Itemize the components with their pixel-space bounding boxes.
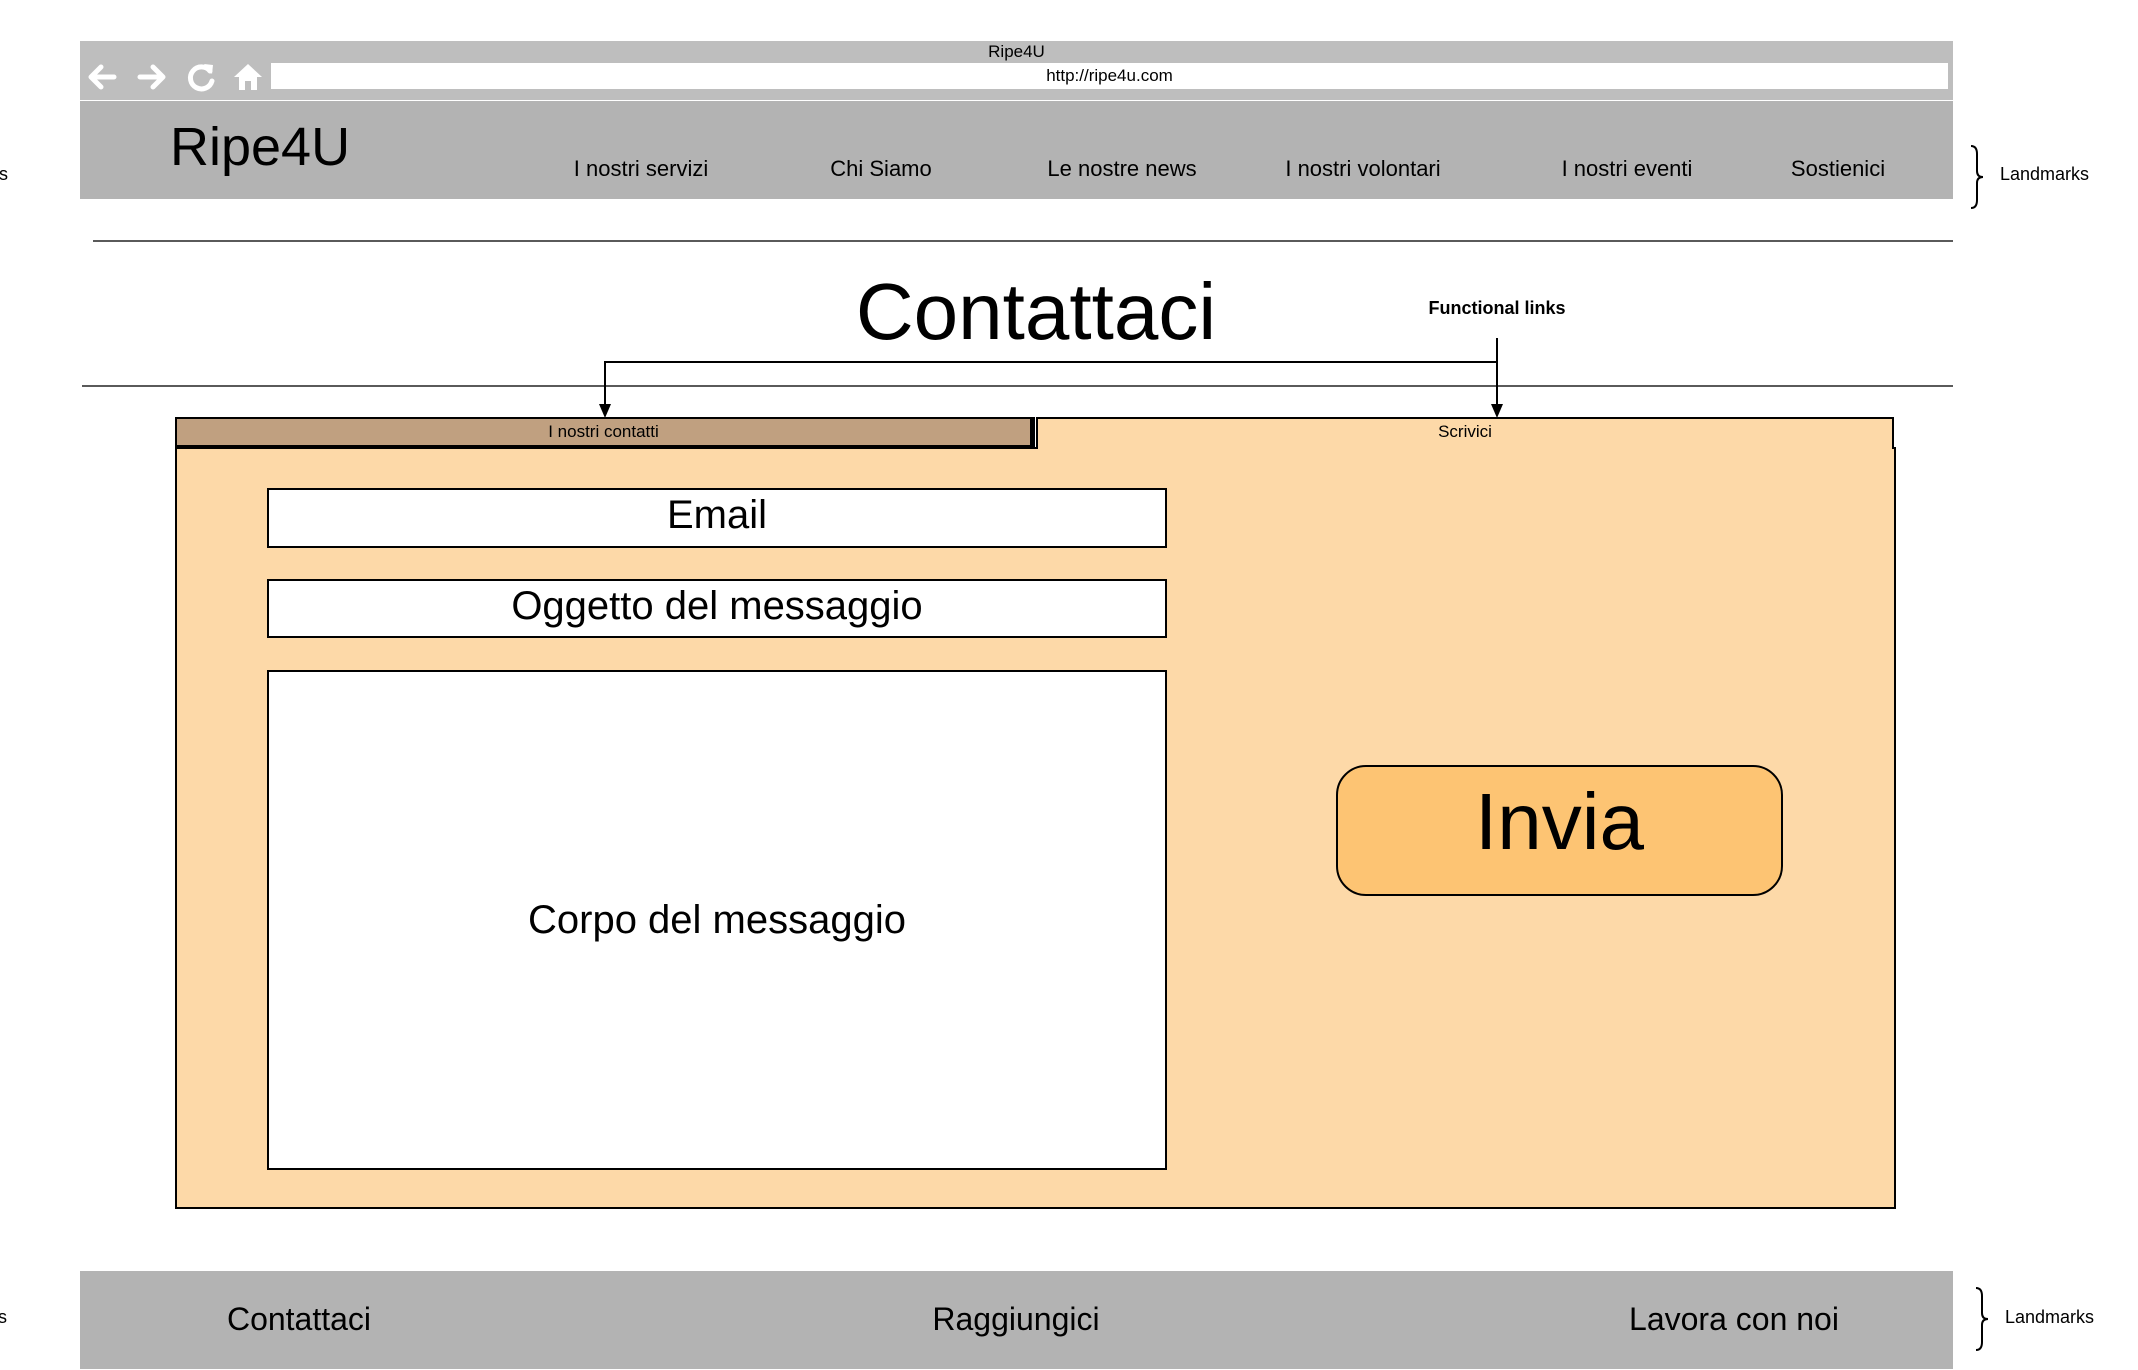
nav-item-eventi[interactable]: I nostri eventi xyxy=(1561,156,1693,181)
site-footer: Contattaci Raggiungici Lavora con noi xyxy=(80,1271,1953,1369)
send-button[interactable]: Invia xyxy=(1336,765,1783,896)
site-header: Ripe4U I nostri servizi Chi Siamo Le nos… xyxy=(80,101,1953,199)
reload-icon[interactable] xyxy=(183,59,219,95)
footer-landmark-brace xyxy=(1975,1287,1989,1351)
landmarks-label-fragment-header: s xyxy=(0,164,8,184)
window-title: Ripe4U xyxy=(988,42,1045,61)
footer-link-lavora-con-noi[interactable]: Lavora con noi xyxy=(1629,1301,1839,1337)
browser-toolbar: Ripe4U http://ripe4u.com xyxy=(80,41,1953,100)
footer-link-raggiungici[interactable]: Raggiungici xyxy=(932,1301,1100,1337)
url-bar[interactable]: http://ripe4u.com xyxy=(271,63,1948,89)
footer-link-contattaci[interactable]: Contattaci xyxy=(226,1301,372,1337)
site-logo[interactable]: Ripe4U xyxy=(170,117,351,177)
tab-nostri-contatti[interactable]: I nostri contatti xyxy=(175,417,1032,447)
nav-item-chi-siamo[interactable]: Chi Siamo xyxy=(830,156,932,181)
email-field[interactable]: Email xyxy=(267,488,1167,548)
home-icon[interactable] xyxy=(230,59,266,95)
subject-field[interactable]: Oggetto del messaggio xyxy=(267,579,1167,638)
page-title: Contattaci xyxy=(855,267,1217,356)
functional-links-connector xyxy=(599,338,1503,418)
functional-links-annotation: Functional links xyxy=(1428,298,1566,318)
title-divider-top xyxy=(93,240,1953,242)
header-landmark-brace xyxy=(1970,145,1984,209)
landmarks-label-header: Landmarks xyxy=(2000,164,2090,184)
nav-item-sostienici[interactable]: Sostienici xyxy=(1790,156,1886,181)
back-arrow-icon[interactable] xyxy=(84,59,120,95)
forward-arrow-icon[interactable] xyxy=(134,59,170,95)
landmarks-label-footer: Landmarks xyxy=(2005,1307,2095,1327)
nav-item-servizi[interactable]: I nostri servizi xyxy=(573,156,709,181)
nav-item-news[interactable]: Le nostre news xyxy=(1047,156,1197,181)
tab-scrivici[interactable]: Scrivici xyxy=(1036,417,1894,449)
title-divider-bottom xyxy=(82,385,1953,387)
nav-item-volontari[interactable]: I nostri volontari xyxy=(1285,156,1441,181)
message-body-field[interactable]: Corpo del messaggio xyxy=(267,670,1167,1170)
landmarks-label-fragment-footer: ks xyxy=(0,1307,7,1327)
message-body-placeholder: Corpo del messaggio xyxy=(528,897,906,942)
